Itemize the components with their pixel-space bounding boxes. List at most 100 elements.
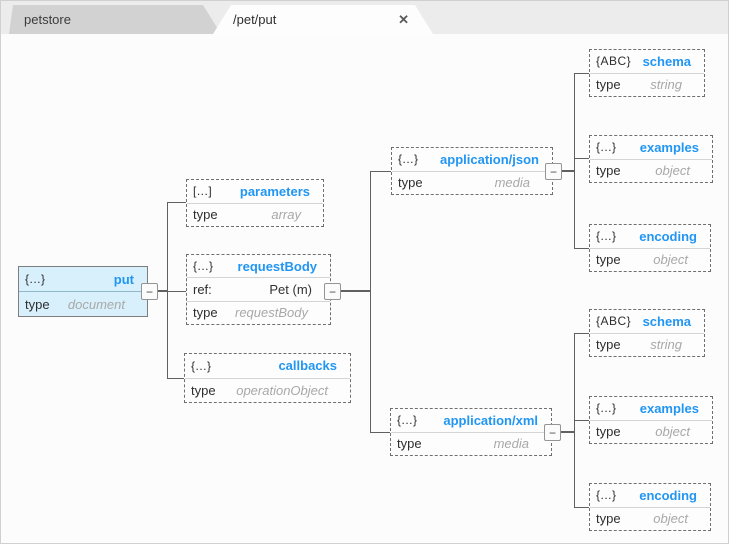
braces-icon: {...}	[596, 488, 617, 503]
node-application-json[interactable]: {...} application/json type media	[391, 147, 553, 195]
braces-icon: {...}	[596, 229, 617, 244]
node-title-row: {...} application/xml	[391, 409, 551, 432]
node-title[interactable]: examples	[639, 139, 699, 155]
collapse-button-put[interactable]: −	[141, 283, 158, 300]
braces-icon: {...}	[596, 140, 617, 155]
node-type-row: type operationObject	[185, 377, 350, 403]
node-type-row: type string	[590, 332, 704, 357]
type-value: string	[650, 337, 682, 353]
connector-line	[167, 202, 186, 203]
node-title-row: {...} encoding	[590, 225, 710, 248]
node-put[interactable]: {...} put type document	[18, 266, 148, 317]
node-type-row: type object	[590, 506, 710, 531]
abc-icon: {ABC}	[596, 314, 632, 329]
node-title-row: {...} examples	[590, 136, 712, 159]
type-value: object	[653, 252, 688, 268]
node-json-examples[interactable]: {...} examples type object	[589, 135, 713, 183]
braces-icon: {...}	[193, 259, 214, 274]
connector-line	[370, 171, 371, 433]
node-xml-encoding[interactable]: {...} encoding type object	[589, 483, 711, 531]
connector-line	[574, 158, 589, 159]
type-value: object	[655, 424, 690, 440]
tab-petstore[interactable]: petstore	[9, 5, 221, 34]
node-title[interactable]: schema	[642, 313, 691, 329]
type-label: type	[398, 175, 423, 191]
node-callbacks[interactable]: {...} callbacks type operationObject	[184, 353, 351, 403]
type-label: type	[191, 382, 216, 398]
node-title[interactable]: application/json	[440, 151, 539, 167]
connector-line	[167, 378, 184, 379]
node-title-row: {...} callbacks	[185, 354, 350, 378]
type-value: object	[653, 511, 688, 527]
node-title[interactable]: parameters	[239, 183, 310, 199]
type-value: array	[271, 207, 301, 223]
type-label: type	[596, 77, 621, 93]
node-type-row: type array	[187, 202, 323, 227]
type-value: operationObject	[236, 382, 328, 398]
node-json-encoding[interactable]: {...} encoding type object	[589, 224, 711, 272]
node-title[interactable]: examples	[639, 400, 699, 416]
type-label: type	[596, 511, 621, 527]
node-title[interactable]: put	[113, 271, 134, 287]
node-title[interactable]: application/xml	[443, 412, 538, 428]
ref-label: ref:	[193, 281, 212, 297]
node-title[interactable]: encoding	[639, 228, 697, 244]
diagram-canvas[interactable]: {...} put type document [...] parameters…	[1, 34, 728, 543]
connector-line	[370, 432, 390, 433]
node-type-row: type media	[392, 170, 552, 195]
connector-line	[370, 171, 391, 172]
braces-icon: {...}	[191, 358, 212, 373]
collapse-button-request-body[interactable]: −	[324, 283, 341, 300]
type-label: type	[596, 252, 621, 268]
node-title[interactable]: callbacks	[278, 358, 337, 374]
connector-line	[574, 248, 589, 249]
connector-line	[574, 73, 575, 249]
braces-icon: {...}	[596, 401, 617, 416]
node-xml-schema[interactable]: {ABC} schema type string	[589, 309, 705, 357]
type-label: type	[596, 163, 621, 179]
tab-pet-put[interactable]: /pet/put ✕	[213, 5, 433, 34]
node-parameters[interactable]: [...] parameters type array	[186, 179, 324, 227]
type-value: media	[494, 175, 530, 191]
node-title-row: {...} examples	[590, 397, 712, 420]
connector-line	[167, 202, 168, 379]
connector-line	[552, 431, 574, 433]
node-title-row: [...] parameters	[187, 180, 323, 203]
node-type-row: type requestBody	[187, 300, 330, 324]
type-value: media	[493, 436, 529, 452]
close-icon[interactable]: ✕	[398, 11, 409, 27]
node-title[interactable]: requestBody	[237, 258, 317, 274]
connector-line	[574, 507, 589, 508]
node-xml-examples[interactable]: {...} examples type object	[589, 396, 713, 444]
node-type-row: type object	[590, 247, 710, 272]
node-json-schema[interactable]: {ABC} schema type string	[589, 49, 705, 97]
node-type-row: type document	[19, 291, 147, 316]
braces-icon: {...}	[398, 152, 419, 167]
brackets-icon: [...]	[193, 184, 213, 199]
tab-bar: petstore /pet/put ✕	[1, 1, 728, 34]
collapse-button-application-json[interactable]: −	[545, 163, 562, 180]
node-application-xml[interactable]: {...} application/xml type media	[390, 408, 552, 456]
ref-value[interactable]: Pet (m)	[269, 281, 312, 297]
connector-line	[149, 290, 167, 292]
type-label: type	[193, 305, 218, 321]
connector-line	[332, 290, 370, 292]
node-title-row: {...} application/json	[392, 148, 552, 171]
node-type-row: type media	[391, 431, 551, 456]
node-title[interactable]: schema	[642, 53, 691, 69]
node-title-row: {ABC} schema	[590, 50, 704, 73]
connector-line	[574, 420, 589, 421]
type-value: requestBody	[235, 305, 308, 321]
node-ref-row: ref: Pet (m)	[187, 277, 330, 300]
connector-line	[553, 170, 574, 172]
node-title[interactable]: encoding	[639, 487, 697, 503]
node-request-body[interactable]: {...} requestBody ref: Pet (m) type requ…	[186, 254, 331, 325]
connector-line	[574, 73, 589, 74]
node-title-row: {...} requestBody	[187, 255, 330, 277]
collapse-button-application-xml[interactable]: −	[544, 424, 561, 441]
type-label: type	[25, 296, 50, 312]
connector-line	[574, 333, 589, 334]
node-title-row: {ABC} schema	[590, 310, 704, 333]
type-label: type	[193, 207, 218, 223]
connector-line	[167, 291, 186, 292]
